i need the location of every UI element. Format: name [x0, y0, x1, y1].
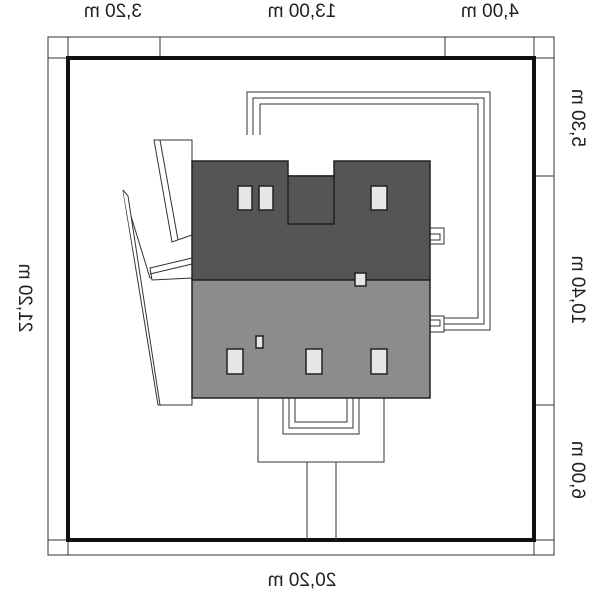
roof-light: [191, 279, 431, 399]
dimension-right-3: 6,00 m: [567, 441, 588, 499]
dimension-top-1: 3,20 m: [84, 1, 142, 22]
roof-window: [226, 348, 244, 375]
roof-window: [305, 348, 323, 375]
roof-windows: [226, 185, 388, 375]
roof-window: [258, 185, 274, 211]
roof-window: [370, 348, 388, 375]
entrance-steps: [282, 397, 360, 435]
plot-boundary: [66, 56, 536, 542]
chimney: [354, 272, 367, 287]
dimension-top-3: 4,00 m: [461, 1, 519, 22]
dimension-bottom: 20,20 m: [268, 570, 337, 591]
dimension-right-1: 5,30 m: [567, 89, 588, 147]
chimney: [255, 335, 264, 349]
side-bay-windows: [429, 227, 445, 333]
roof-window: [370, 185, 388, 211]
side-wing: [122, 139, 193, 406]
dimension-top-2: 13,00 m: [268, 1, 337, 22]
dormer: [287, 175, 335, 225]
chimneys: [255, 272, 367, 349]
roof-window: [237, 185, 253, 211]
dimension-left: 21,20 m: [14, 264, 35, 333]
dimension-right-2: 10,40 m: [567, 256, 588, 325]
terrace-outline: [246, 91, 491, 331]
